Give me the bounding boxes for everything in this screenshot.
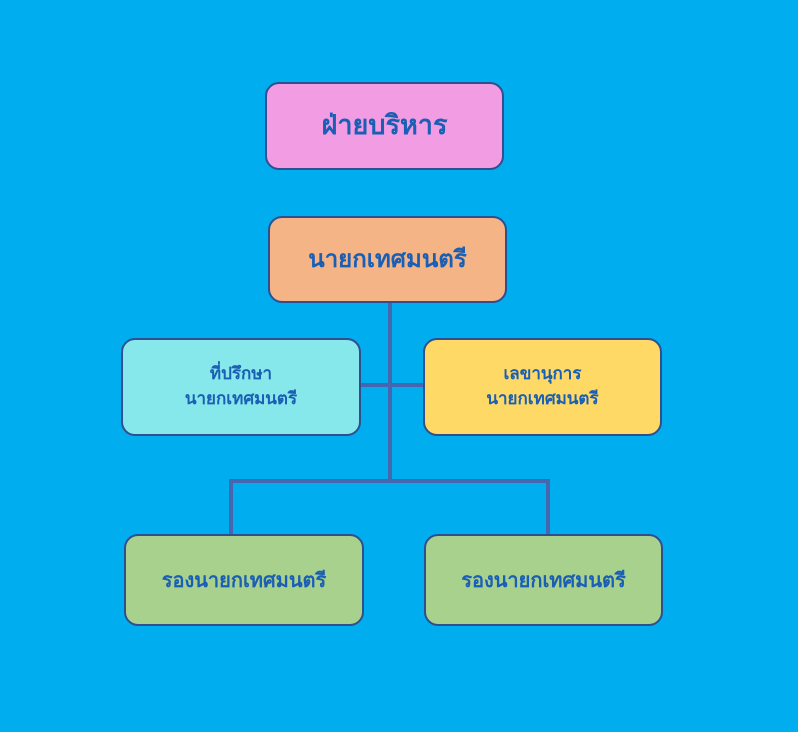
secretary-label-line1: เลขานุการ — [503, 364, 582, 385]
deputy-mayor-node-right: รองนายกเทศมนตรี — [424, 534, 663, 626]
advisor-node: ที่ปรึกษา นายกเทศมนตรี — [121, 338, 361, 436]
deputy-mayor-node-left: รองนายกเทศมนตรี — [124, 534, 364, 626]
mayor-node: นายกเทศมนตรี — [268, 216, 507, 303]
secretary-label-line2: นายกเทศมนตรี — [486, 389, 599, 409]
deputy-mayor-label-right: รองนายกเทศมนตรี — [461, 567, 626, 592]
advisor-label-line1: ที่ปรึกษา — [209, 364, 273, 385]
mayor-label: นายกเทศมนตรี — [308, 245, 467, 274]
secretary-node: เลขานุการ นายกเทศมนตรี — [423, 338, 662, 436]
executive-label: ฝ่ายบริหาร — [321, 110, 448, 142]
advisor-label-line2: นายกเทศมนตรี — [184, 389, 298, 409]
executive-node: ฝ่ายบริหาร — [265, 82, 504, 170]
deputy-mayor-label-left: รองนายกเทศมนตรี — [161, 567, 327, 592]
